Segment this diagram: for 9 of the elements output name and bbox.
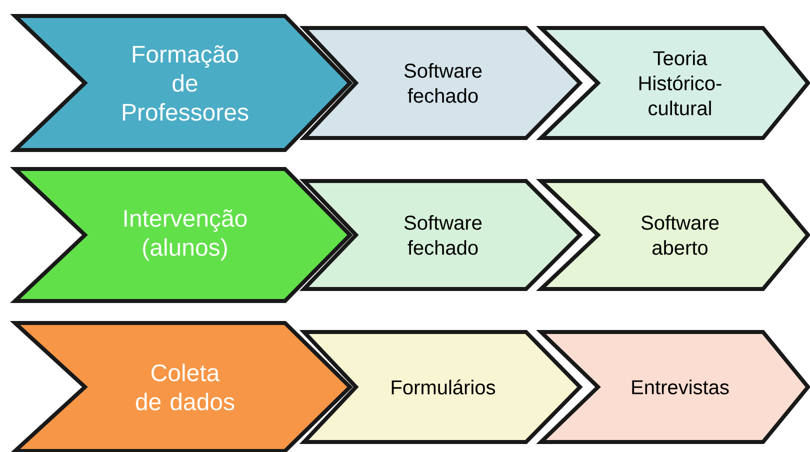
step-box: Software fechado (299, 179, 583, 291)
step-box: Software aberto (536, 179, 810, 291)
step-box: Intervenção (alunos) (10, 167, 353, 303)
step-box: Entrevistas (536, 330, 810, 444)
step-box: Formação de Professores (10, 14, 353, 152)
step-box: Software fechado (299, 26, 583, 140)
step-box: Coleta de dados (10, 321, 353, 452)
step-box: Teoria Histórico-cultural (536, 26, 810, 140)
step-box: Formulários (299, 330, 583, 444)
